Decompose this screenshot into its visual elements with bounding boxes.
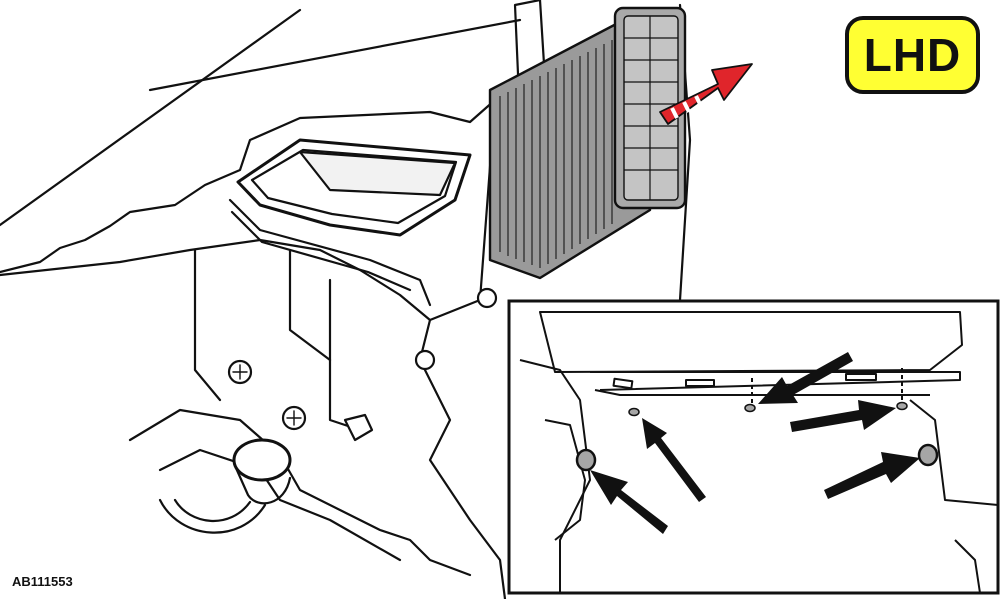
inset-detail <box>507 299 1000 595</box>
inset-left-panel-2 <box>544 419 586 541</box>
badge-shape <box>847 18 978 92</box>
column-right <box>288 248 332 362</box>
arrow-icon <box>790 400 896 432</box>
duct-ring <box>158 498 267 534</box>
column-strap <box>328 278 362 432</box>
bolt-icon <box>227 359 253 385</box>
column-left <box>193 248 222 402</box>
lhd-badge: LHD <box>845 16 980 94</box>
bolt-icon <box>414 349 436 371</box>
lower-housing-2 <box>158 448 402 562</box>
removal-arrow-icon <box>659 63 753 125</box>
inset-left-panel <box>519 359 591 593</box>
hinge-rail <box>228 198 432 307</box>
arrow-icon <box>642 418 706 502</box>
screw-icon <box>896 401 908 411</box>
arrow-icon <box>758 352 853 404</box>
duct-ring-inner <box>173 498 252 523</box>
dashboard-outline <box>0 98 507 599</box>
inset-slot <box>685 379 715 387</box>
inset-slot <box>612 377 634 390</box>
bolt-icon <box>281 405 307 431</box>
lower-housing <box>128 408 472 577</box>
glovebox-frame <box>236 138 472 237</box>
bolt-icon <box>476 287 498 309</box>
arrow-icon <box>824 452 920 499</box>
inset-right-curve <box>954 539 981 594</box>
glovebox-frame-inner <box>250 148 458 225</box>
arrow-icon <box>590 470 668 534</box>
inset-lower-rail-2 <box>594 389 930 396</box>
clip <box>343 413 374 442</box>
screw-icon <box>628 407 640 417</box>
fastener-icon <box>917 443 939 467</box>
windshield-line <box>0 8 302 227</box>
dashboard-lower-edge <box>0 238 432 322</box>
inset-slot <box>845 373 877 381</box>
inset-glovebox-underside <box>539 311 963 373</box>
cowl-line <box>148 18 522 92</box>
inset-right-panel <box>909 399 999 506</box>
hinge-rail-2 <box>230 210 412 292</box>
lhd-label: LHD <box>863 29 962 81</box>
cabin-filter <box>488 6 687 280</box>
glovebox-lid <box>298 150 457 197</box>
screw-icon <box>744 403 756 413</box>
connector-body <box>234 466 292 505</box>
figure-id: AB111553 <box>12 574 73 589</box>
fastener-icon <box>575 448 597 472</box>
connector-cap <box>232 438 292 482</box>
